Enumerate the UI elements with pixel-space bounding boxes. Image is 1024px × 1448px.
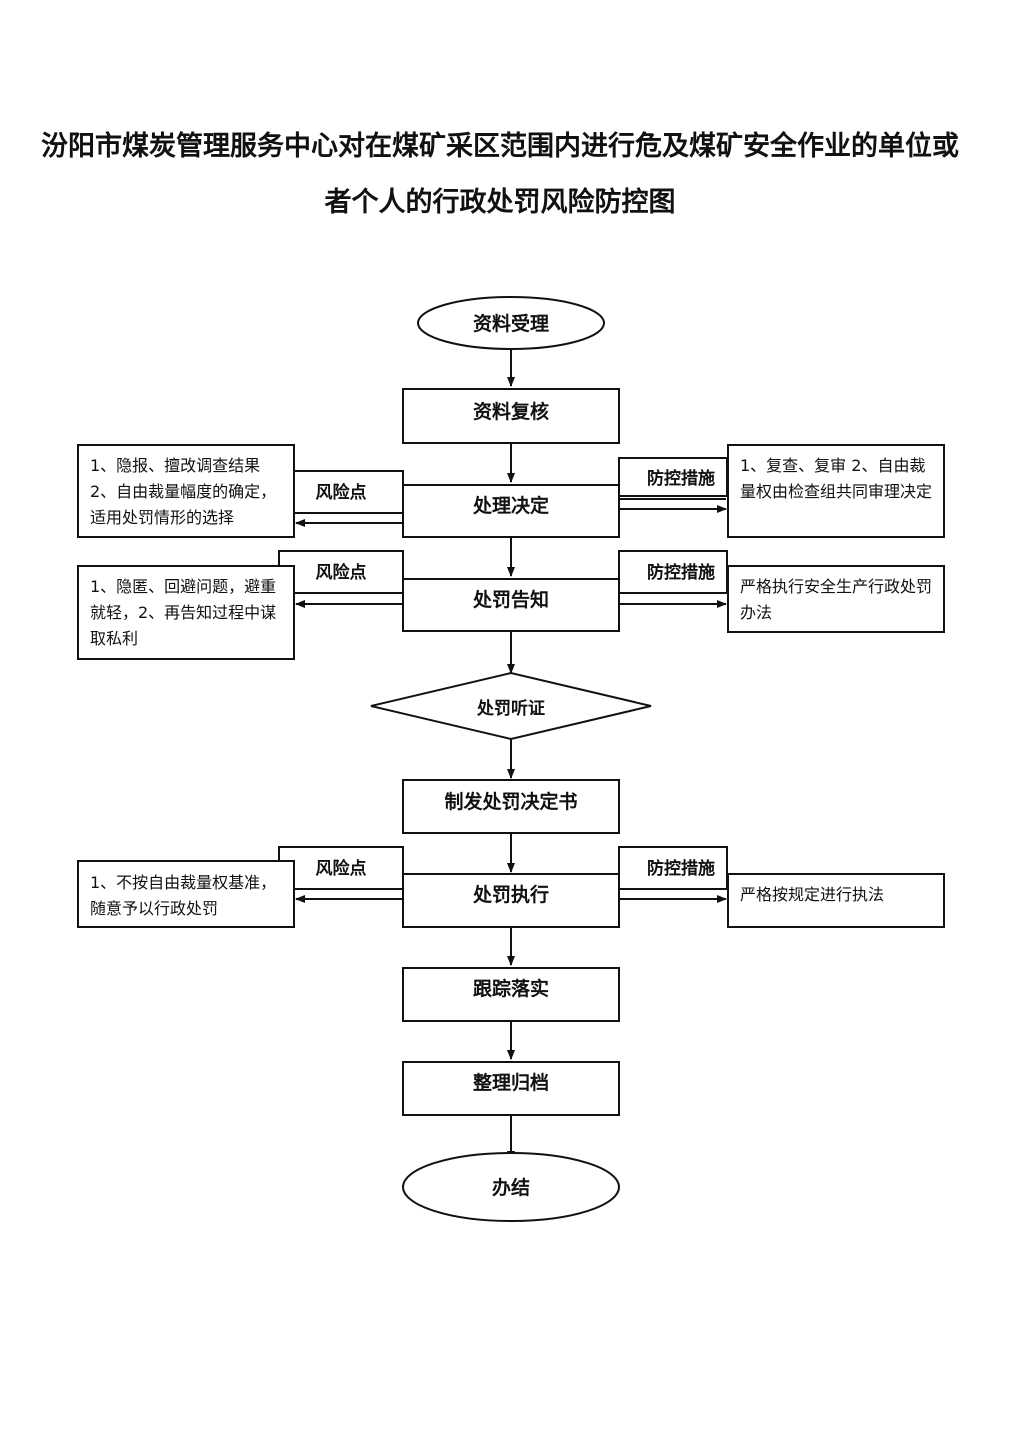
risk-label-notify: 风险点: [316, 562, 367, 583]
diagram-title-line2: 者个人的行政处罚风险防控图: [324, 187, 676, 218]
control-tab-execute: [618, 846, 728, 890]
risk-tab-notify: [278, 550, 404, 594]
control-box-decide: [727, 444, 945, 538]
step-review-label: 资料复核: [473, 400, 549, 423]
control-label-notify: 防控措施: [647, 562, 715, 583]
risk-text-notify: 1、隐匿、回避问题，避重就轻，2、再告知过程中谋取私利: [90, 577, 277, 648]
step-follow-node: [402, 967, 620, 1022]
step-notify-label: 处罚告知: [472, 588, 549, 611]
control-text-decide: 1、复查、复审 2、自由裁量权由检查组共同审理决定: [740, 456, 933, 501]
step-archive-node: [402, 1061, 620, 1116]
risk-text-decide: 1、隐报、擅改调查结果2、自由裁量幅度的确定，适用处罚情形的选择: [90, 456, 277, 527]
diagram-title-line1: 汾阳市煤炭管理服务中心对在煤矿采区范围内进行危及煤矿安全作业的单位或: [41, 131, 959, 162]
risk-box-notify: [77, 565, 295, 660]
control-text-notify: 严格执行安全生产行政处罚办法: [740, 577, 933, 622]
step-archive-label: 整理归档: [473, 1071, 549, 1094]
step-hearing-node: [370, 671, 652, 741]
step-receive-node: [417, 296, 605, 350]
control-box-notify: [727, 565, 945, 633]
arrow-decide-risk-pre: [296, 513, 403, 523]
step-execute-label: 处罚执行: [472, 883, 549, 906]
step-follow-label: 跟踪落实: [473, 977, 549, 1000]
risk-label-decide: 风险点: [316, 482, 367, 503]
step-decide-label: 处理决定: [472, 494, 549, 517]
step-finish-node: [402, 1152, 620, 1222]
control-box-execute: [727, 873, 945, 928]
risk-tab-execute: [278, 846, 404, 890]
step-receive-label: 资料受理: [473, 312, 549, 335]
control-label-decide: 防控措施: [647, 468, 715, 489]
step-hearing-label: 处罚听证: [476, 698, 545, 719]
step-finish-label: 办结: [492, 1176, 530, 1199]
risk-label-execute: 风险点: [316, 858, 367, 879]
step-review-node: [402, 388, 620, 444]
step-issue-label: 制发处罚决定书: [444, 790, 577, 813]
control-label-execute: 防控措施: [647, 858, 715, 879]
control-text-execute: 严格按规定进行执法: [740, 885, 885, 904]
step-execute-node: [402, 873, 620, 928]
risk-text-execute: 1、不按自由裁量权基准，随意予以行政处罚: [90, 873, 277, 918]
control-tab-decide: [618, 457, 728, 497]
risk-box-execute: [77, 860, 295, 928]
step-notify-node: [402, 578, 620, 632]
step-decide-node: [402, 484, 620, 538]
risk-box-decide: [77, 444, 295, 538]
step-issue-node: [402, 779, 620, 834]
